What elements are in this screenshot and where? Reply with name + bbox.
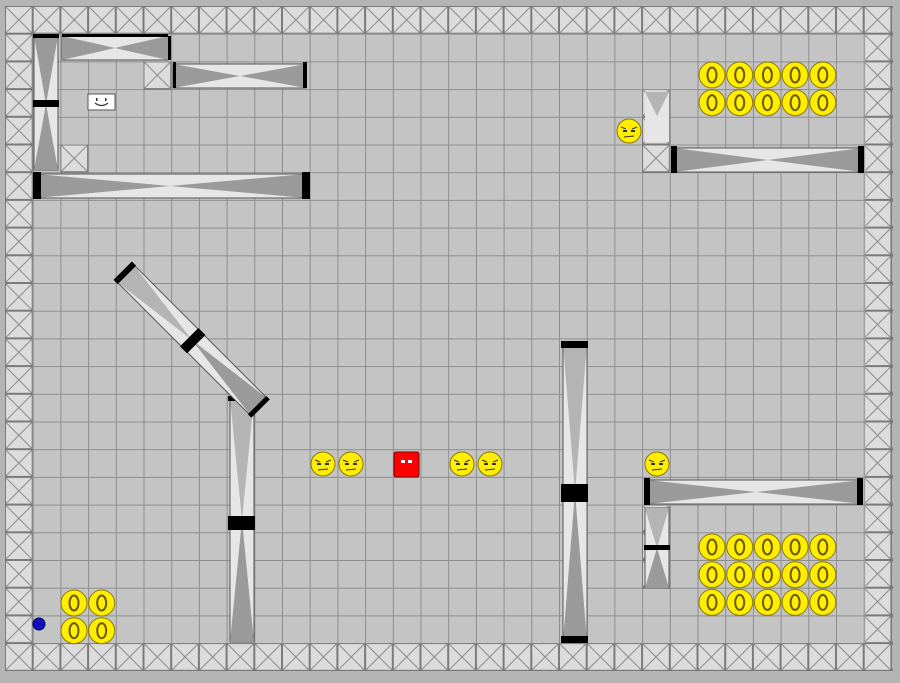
hourglass-platform-icon	[33, 172, 310, 199]
gold-ring-coin-icon[interactable]	[88, 617, 116, 645]
gold-ring-coin-icon[interactable]	[698, 89, 726, 117]
hourglass-platform-icon	[644, 507, 670, 589]
gold-ring-coin-icon[interactable]	[809, 89, 837, 117]
coins-layer	[60, 61, 837, 645]
gold-ring-coin-icon[interactable]	[781, 533, 809, 561]
blue-ball-icon[interactable]	[32, 617, 46, 631]
gold-ring-coin-icon[interactable]	[781, 588, 809, 616]
gold-ring-coin-icon[interactable]	[781, 561, 809, 589]
yellow-smiley-enemy-icon[interactable]	[616, 118, 642, 144]
gold-ring-coin-icon[interactable]	[88, 589, 116, 617]
red-block-player-icon[interactable]	[393, 451, 420, 478]
gold-ring-coin-icon[interactable]	[781, 89, 809, 117]
hourglass-platform-icon	[172, 62, 307, 89]
yellow-smiley-enemy-icon[interactable]	[310, 451, 336, 477]
gold-ring-coin-icon[interactable]	[60, 589, 88, 617]
hourglass-platform-icon	[61, 34, 171, 61]
gold-ring-coin-icon[interactable]	[753, 533, 781, 561]
floor	[32, 33, 866, 644]
gold-ring-coin-icon[interactable]	[726, 61, 754, 89]
hourglass-platform-icon	[113, 261, 270, 418]
enemies-layer	[310, 118, 670, 477]
gold-ring-coin-icon[interactable]	[753, 61, 781, 89]
gold-ring-coin-icon[interactable]	[809, 561, 837, 589]
gold-ring-coin-icon[interactable]	[726, 533, 754, 561]
gold-ring-coin-icon[interactable]	[809, 533, 837, 561]
gold-ring-coin-icon[interactable]	[781, 61, 809, 89]
hourglass-platform-icon	[561, 341, 588, 643]
gold-ring-coin-icon[interactable]	[726, 561, 754, 589]
gold-ring-coin-icon[interactable]	[698, 588, 726, 616]
gold-ring-coin-icon[interactable]	[726, 588, 754, 616]
gold-ring-coin-icon[interactable]	[698, 561, 726, 589]
gold-ring-coin-icon[interactable]	[809, 61, 837, 89]
hourglass-platform-icon	[644, 478, 863, 505]
hourglass-platform-icon	[33, 34, 59, 171]
gold-ring-coin-icon[interactable]	[698, 61, 726, 89]
gold-ring-coin-icon[interactable]	[726, 89, 754, 117]
hourglass-platform-icon	[671, 146, 864, 173]
hourglass-platform-icon	[228, 396, 255, 643]
gold-ring-coin-icon[interactable]	[753, 561, 781, 589]
yellow-smiley-enemy-icon[interactable]	[644, 451, 670, 477]
hourglass-platform-icon	[645, 92, 669, 142]
yellow-smiley-enemy-icon[interactable]	[338, 451, 364, 477]
gold-ring-coin-icon[interactable]	[753, 89, 781, 117]
gold-ring-coin-icon[interactable]	[753, 588, 781, 616]
yellow-smiley-enemy-icon[interactable]	[477, 451, 503, 477]
gold-ring-coin-icon[interactable]	[698, 533, 726, 561]
yellow-smiley-enemy-icon[interactable]	[449, 451, 475, 477]
gold-ring-coin-icon[interactable]	[60, 617, 88, 645]
smiley-sign-icon[interactable]	[87, 93, 116, 111]
gold-ring-coin-icon[interactable]	[809, 588, 837, 616]
